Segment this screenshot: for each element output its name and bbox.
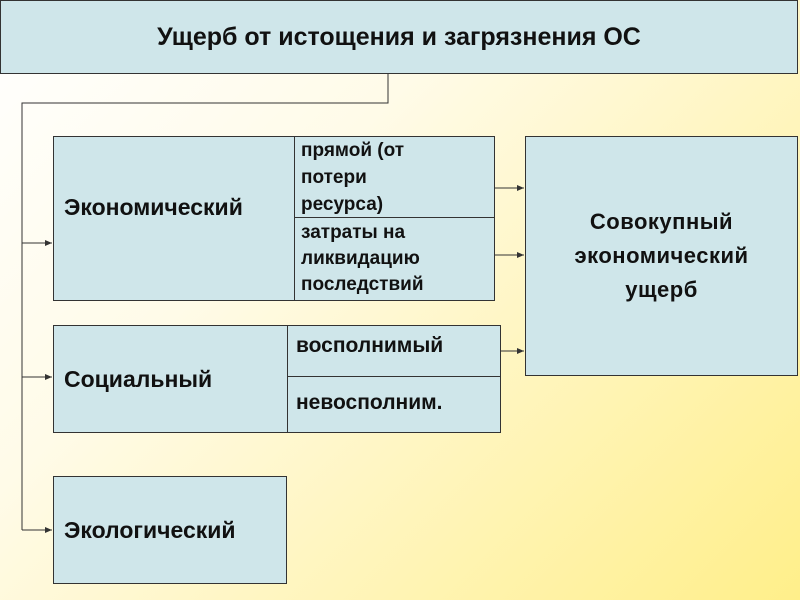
economic-costs-box: затраты на ликвидацию последствий <box>294 217 495 301</box>
title-text: Ущерб от истощения и загрязнения ОС <box>157 22 641 51</box>
economic-label: Экономический <box>64 194 243 220</box>
total-damage-box: Совокупный экономический ущерб <box>525 136 798 376</box>
title-connector <box>21 74 389 530</box>
economic-box: Экономический <box>53 136 295 301</box>
diagram-title: Ущерб от истощения и загрязнения ОС <box>0 0 798 74</box>
social-recoverable-box: восполнимый <box>287 325 501 377</box>
total-damage-label: Совокупный экономический ущерб <box>574 209 749 302</box>
economic-direct-label: прямой (от потери ресурса) <box>301 140 405 215</box>
social-recoverable-label: восполнимый <box>296 334 444 357</box>
social-box: Социальный <box>53 325 501 433</box>
ecological-box: Экологический <box>53 476 287 584</box>
social-nonrecoverable-box: невосполним. <box>287 376 501 433</box>
economic-direct-box: прямой (от потери ресурса) <box>294 136 495 218</box>
social-label: Социальный <box>64 366 213 392</box>
economic-costs-label: затраты на ликвидацию последствий <box>301 222 424 295</box>
ecological-label: Экологический <box>64 517 236 543</box>
social-nonrecoverable-label: невосполним. <box>296 391 443 414</box>
